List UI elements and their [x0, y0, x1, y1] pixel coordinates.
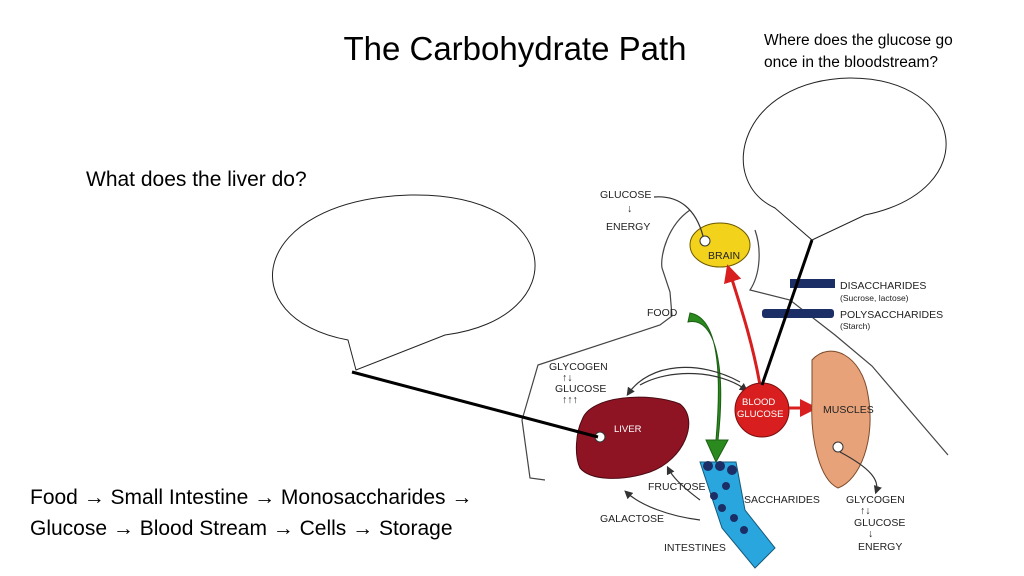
label-blood-line1: BLOOD — [742, 397, 775, 408]
brain — [689, 222, 751, 268]
pointer-blood — [760, 239, 814, 386]
arrow-glucose-to-brain — [653, 196, 704, 237]
arrow-down-right-glyph: ↓ — [868, 528, 873, 540]
arrow-blood-to-liver — [626, 366, 741, 396]
label-galactose: GALACTOSE — [600, 513, 664, 525]
muscle-dot — [832, 441, 844, 453]
label-polysaccharides-note: (Starch) — [840, 321, 870, 331]
label-energy-right: ENERGY — [858, 541, 902, 553]
question-glucose: Where does the glucose go once in the bl… — [764, 30, 953, 74]
arrow-intestine-to-liver — [666, 465, 701, 501]
liver — [575, 396, 690, 479]
arrow-down-glyph: ↓ — [627, 203, 632, 215]
disaccharide-chain-icon — [790, 279, 835, 288]
polysaccharide-chain-icon — [762, 309, 834, 318]
intestines — [699, 461, 776, 569]
arrow-liver-to-blood — [639, 372, 748, 392]
arrow-up-glyph: ↑↑↑ — [562, 394, 578, 406]
label-glucose-left: GLUCOSE — [555, 383, 606, 395]
body-outline — [521, 209, 949, 481]
label-muscles: MUSCLES — [823, 404, 874, 416]
label-blood-line2: GLUCOSE — [737, 409, 783, 420]
arrow-blood-to-brain — [724, 264, 762, 386]
speech-bubble-glucose[interactable] — [742, 77, 947, 241]
food-arrow — [687, 312, 729, 464]
arrow-updown-glyph: ↑↓ — [562, 372, 573, 384]
arrow-updown-right-glyph: ↑↓ — [860, 505, 871, 517]
label-intestines: INTESTINES — [664, 542, 726, 554]
label-polysaccharides: POLYSACCHARIDES — [840, 309, 943, 321]
brain-dot — [699, 235, 711, 247]
speech-bubble-liver[interactable] — [272, 194, 536, 371]
summary-line2: Glucose → Blood Stream → Cells → Storage — [30, 517, 453, 540]
path-summary: Food → Small Intestine → Monosaccharides… — [30, 482, 472, 544]
question-glucose-line2: once in the bloodstream? — [764, 54, 939, 71]
muscles — [811, 350, 871, 489]
saccharide-beads-icon — [703, 461, 748, 534]
label-glycogen-right: GLYCOGEN — [846, 494, 905, 506]
slide-title: The Carbohydrate Path — [343, 30, 687, 67]
label-fructose: FRUCTOSE — [648, 481, 706, 493]
label-energy-top: ENERGY — [606, 221, 650, 233]
label-disaccharides-note: (Sucrose, lactose) — [840, 293, 909, 303]
label-disaccharides: DISACCHARIDES — [840, 280, 926, 292]
summary-line1: Food → Small Intestine → Monosaccharides… — [30, 486, 473, 509]
label-food: FOOD — [647, 307, 678, 319]
question-glucose-line1: Where does the glucose go — [764, 32, 953, 49]
label-saccharides: SACCHARIDES — [744, 494, 820, 506]
arrow-galactose — [624, 490, 701, 521]
label-brain: BRAIN — [708, 250, 740, 262]
label-glycogen-left: GLYCOGEN — [549, 361, 608, 373]
pointer-liver — [351, 370, 599, 439]
label-glucose-right: GLUCOSE — [854, 517, 905, 529]
label-liver: LIVER — [614, 424, 642, 435]
question-liver: What does the liver do? — [86, 168, 307, 191]
arrow-muscle-to-glycogen — [839, 451, 882, 495]
label-glucose-top: GLUCOSE — [600, 189, 651, 201]
